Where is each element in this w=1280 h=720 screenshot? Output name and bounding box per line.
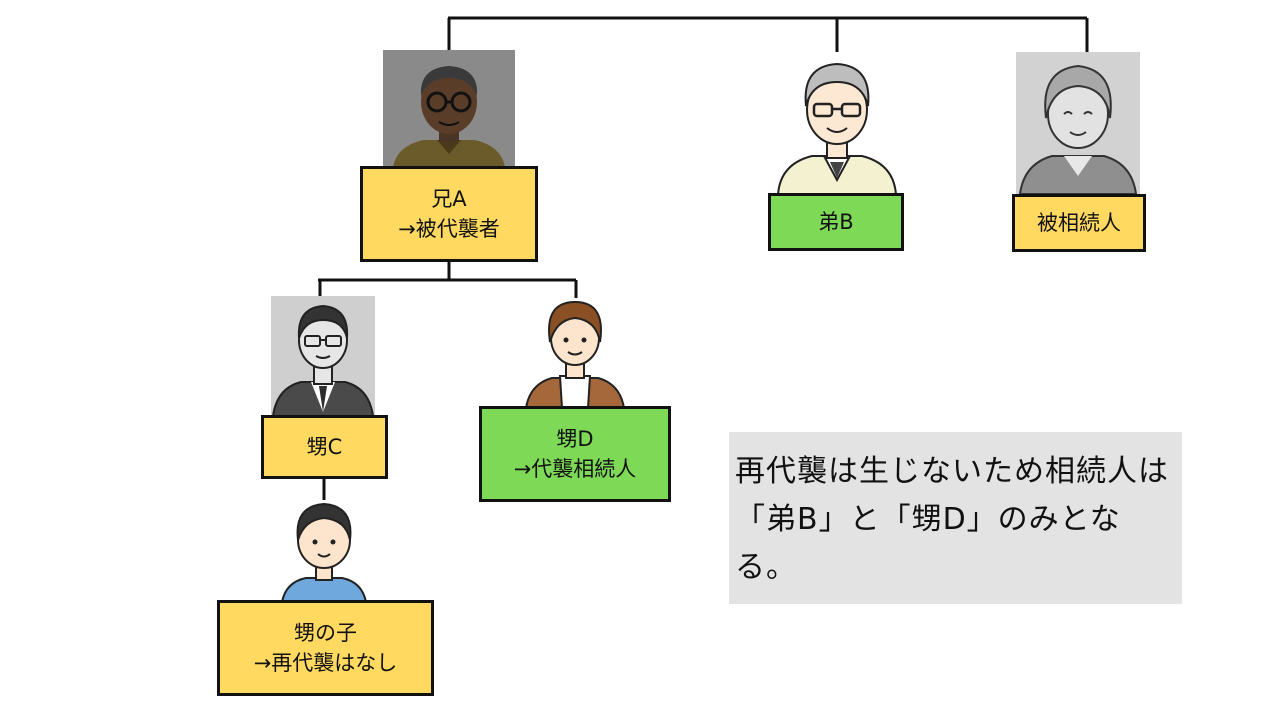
grandnephew-box: 甥の子 →再代襲はなし — [217, 600, 434, 696]
explanation-note: 再代襲は生じないため相続人は「弟B」と「甥D」のみとなる。 — [729, 432, 1182, 604]
brother-a-box: 兄A →被代襲者 — [360, 166, 538, 262]
grandnephew-role: →再代襲はなし — [253, 651, 398, 675]
nephew-d-portrait — [522, 298, 628, 408]
decedent-box: 被相続人 — [1012, 194, 1146, 252]
nephew-d-name: 甥D — [556, 426, 594, 451]
nephew-c-portrait — [271, 296, 375, 416]
grandnephew-name: 甥の子 — [294, 620, 357, 645]
brother-b-name: 弟B — [818, 209, 854, 234]
nephew-d-box: 甥D →代襲相続人 — [479, 406, 671, 502]
grandnephew-portrait — [276, 498, 372, 602]
nephew-c-name: 甥C — [306, 434, 343, 459]
nephew-c-box: 甥C — [261, 415, 388, 479]
brother-a-portrait — [383, 50, 515, 167]
boy-icon — [280, 502, 368, 602]
elderly-woman-icon — [1016, 52, 1140, 194]
nephew-d-role: →代襲相続人 — [513, 457, 637, 481]
explanation-note-text: 再代襲は生じないため相続人は「弟B」と「甥D」のみとなる。 — [735, 454, 1169, 585]
brother-b-box: 弟B — [768, 193, 904, 251]
brother-a-name: 兄A — [431, 186, 467, 211]
elderly-man-glasses-icon — [776, 62, 898, 195]
decedent-portrait — [1016, 52, 1140, 194]
brother-b-portrait — [772, 52, 902, 195]
young-man-icon — [524, 300, 626, 408]
decedent-name: 被相続人 — [1037, 210, 1121, 235]
elderly-man-dark-icon — [383, 50, 515, 167]
businessman-glasses-icon — [271, 296, 375, 416]
brother-a-role: →被代襲者 — [398, 217, 500, 241]
